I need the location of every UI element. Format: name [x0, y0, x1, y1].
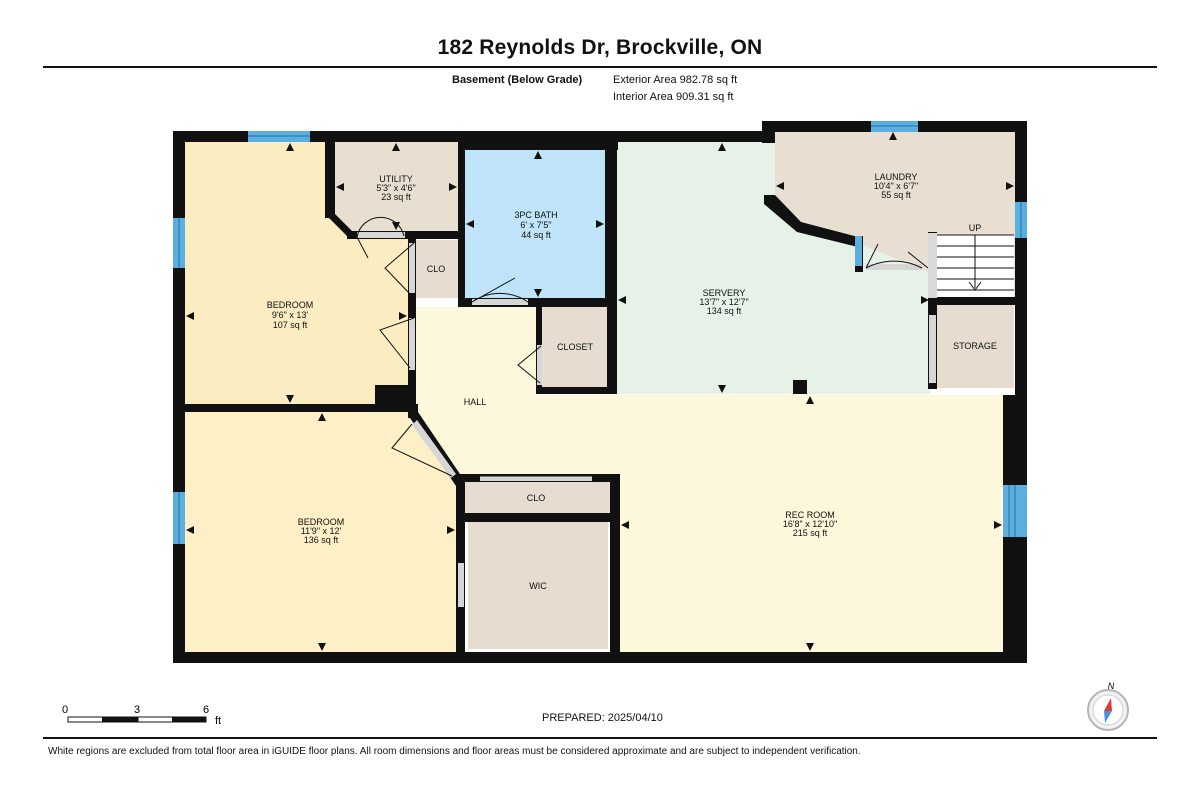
- closet-name: CLOSET: [557, 342, 594, 352]
- stairs-up-label: UP: [969, 223, 982, 233]
- scale-unit: ft: [215, 715, 221, 727]
- laundry-dims: 10'4" x 6'7": [874, 181, 918, 191]
- wic-name: WIC: [529, 581, 547, 591]
- room-fill-closet[interactable]: [542, 307, 607, 387]
- footer-rule: [43, 737, 1157, 739]
- scale-tick-3: 3: [134, 704, 140, 716]
- door-swings: [356, 216, 929, 477]
- room-fill-bedroom2[interactable]: [185, 412, 458, 652]
- bath-area: 44 sq ft: [521, 230, 551, 240]
- room-fill-utility[interactable]: [335, 142, 458, 236]
- room-fill-wic[interactable]: [468, 522, 608, 649]
- rec-dims: 16'8" x 12'10": [783, 519, 837, 529]
- bedroom2-dims: 11'9" x 12': [301, 526, 342, 536]
- bedroom2-name: BEDROOM: [298, 517, 345, 527]
- window-mullions: [178, 125, 1022, 544]
- storage-name: STORAGE: [953, 341, 997, 351]
- window-laundry-inner: [855, 236, 862, 266]
- bath-dims: 6' x 7'5": [520, 220, 551, 230]
- bedroom2-area: 136 sq ft: [304, 535, 339, 545]
- bedroom1-name: BEDROOM: [267, 300, 314, 310]
- utility-dims: 5'3" x 4'6": [376, 183, 415, 193]
- compass-icon: N: [1087, 681, 1129, 731]
- bedroom1-area: 107 sq ft: [273, 320, 308, 330]
- scale-tick-6: 6: [203, 704, 209, 716]
- laundry-area: 55 sq ft: [881, 190, 911, 200]
- stairs: [928, 233, 1014, 298]
- room-fill-clo2[interactable]: [465, 482, 610, 513]
- servery-area: 134 sq ft: [707, 306, 742, 316]
- level-label: Basement (Below Grade): [452, 74, 583, 86]
- laundry-name: LAUNDRY: [875, 172, 918, 182]
- room-fill-bath[interactable]: [465, 150, 605, 298]
- bedroom1-dims: 9'6" x 13': [272, 310, 308, 320]
- servery-name: SERVERY: [703, 288, 746, 298]
- page-title: 182 Reynolds Dr, Brockville, ON: [437, 36, 763, 59]
- utility-name: UTILITY: [379, 174, 413, 184]
- rec-area: 215 sq ft: [793, 528, 828, 538]
- compass-north-label: N: [1108, 681, 1115, 691]
- clo1-name: CLO: [427, 264, 446, 274]
- disclaimer-text: White regions are excluded from total fl…: [48, 746, 861, 757]
- interior-area: Interior Area 909.31 sq ft: [613, 91, 734, 103]
- scale-bar: 0 3 6 ft: [62, 704, 221, 727]
- utility-area: 23 sq ft: [381, 192, 411, 202]
- title-rule: [43, 66, 1157, 68]
- prepared-date: PREPARED: 2025/04/10: [542, 712, 663, 724]
- room-fill-hall[interactable]: [416, 307, 1003, 652]
- servery-dims: 13'7" x 12'7": [699, 297, 748, 307]
- scale-tick-0: 0: [62, 704, 68, 716]
- room-fill-storage[interactable]: [937, 305, 1014, 388]
- room-fill-clo1[interactable]: [414, 240, 458, 298]
- rec-name: REC ROOM: [785, 510, 835, 520]
- door-openings: [357, 232, 936, 607]
- bath-name: 3PC BATH: [514, 210, 557, 220]
- clo2-name: CLO: [527, 493, 546, 503]
- exterior-area: Exterior Area 982.78 sq ft: [613, 74, 738, 86]
- hall-name: HALL: [464, 397, 487, 407]
- dimension-arrows: [186, 132, 1014, 651]
